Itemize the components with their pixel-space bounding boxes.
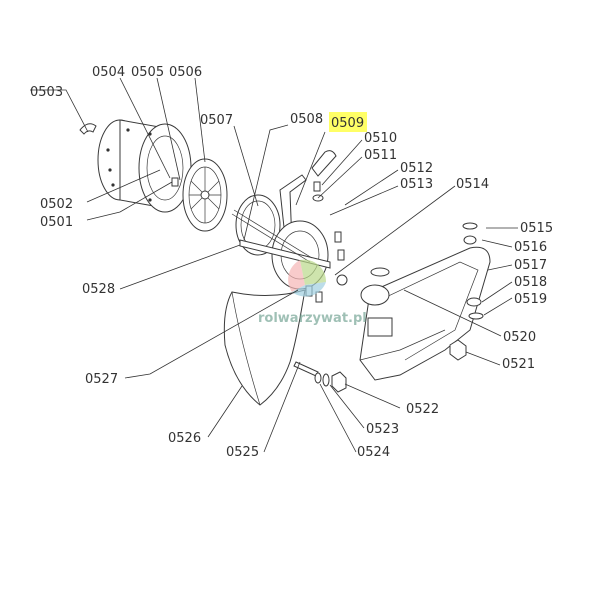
part-label-0511: 0511 (364, 148, 397, 163)
part-washer-0523 (322, 373, 330, 387)
part-label-0522: 0522 (406, 402, 439, 417)
part-label-0528: 0528 (82, 282, 115, 297)
part-label-0513: 0513 (400, 177, 433, 192)
part-label-0509: 0509 (331, 116, 364, 131)
part-fitting-0510 (313, 181, 321, 192)
part-label-0514: 0514 (456, 177, 489, 192)
part-washer-0518 (466, 297, 482, 307)
part-ring-0515 (462, 222, 478, 230)
part-label-0515: 0515 (520, 221, 553, 236)
part-label-0506: 0506 (169, 65, 202, 80)
part-elbow (79, 123, 97, 135)
part-label-0525: 0525 (226, 445, 259, 460)
parts-drawing (79, 119, 491, 406)
part-label-0519: 0519 (514, 292, 547, 307)
part-cone-handle (311, 150, 337, 177)
part-fan-wheel (182, 158, 228, 232)
part-label-0504: 0504 (92, 65, 125, 80)
part-label-0523: 0523 (366, 422, 399, 437)
watermark-text: rolwarzywat.pl (258, 311, 367, 326)
part-plough-blade (223, 289, 306, 406)
part-frame-arm (359, 246, 491, 381)
part-label-0521: 0521 (502, 357, 535, 372)
part-label-0502: 0502 (40, 197, 73, 212)
label-highlight (329, 112, 367, 132)
part-shaft-0528 (231, 209, 313, 263)
part-label-0520: 0520 (503, 330, 536, 345)
part-label-0524: 0524 (357, 445, 390, 460)
part-label-0526: 0526 (168, 431, 201, 446)
part-label-0505: 0505 (131, 65, 164, 80)
part-washer-0524 (314, 372, 322, 384)
part-label-0508: 0508 (290, 112, 323, 127)
part-washer-0514 (370, 267, 390, 277)
part-label-0510: 0510 (364, 131, 397, 146)
part-label-0518: 0518 (514, 275, 547, 290)
part-label-0501: 0501 (40, 215, 73, 230)
part-label-0527: 0527 (85, 372, 118, 387)
part-label-0516: 0516 (514, 240, 547, 255)
leader-lines (30, 77, 518, 453)
part-labels: 0503 0502 0501 0504 0505 0506 0507 0508 … (30, 65, 553, 460)
part-label-0517: 0517 (514, 258, 547, 273)
part-bolt-0505 (171, 177, 179, 187)
part-ring-0516 (463, 235, 477, 245)
part-label-0503: 0503 (30, 85, 63, 100)
watermark-logo: rolwarzywat.pl (258, 259, 367, 326)
part-label-0507: 0507 (200, 113, 233, 128)
part-label-0512: 0512 (400, 161, 433, 176)
part-nut-0521 (449, 339, 467, 361)
part-washer-0519 (468, 312, 484, 320)
part-nut-0522 (331, 371, 347, 393)
